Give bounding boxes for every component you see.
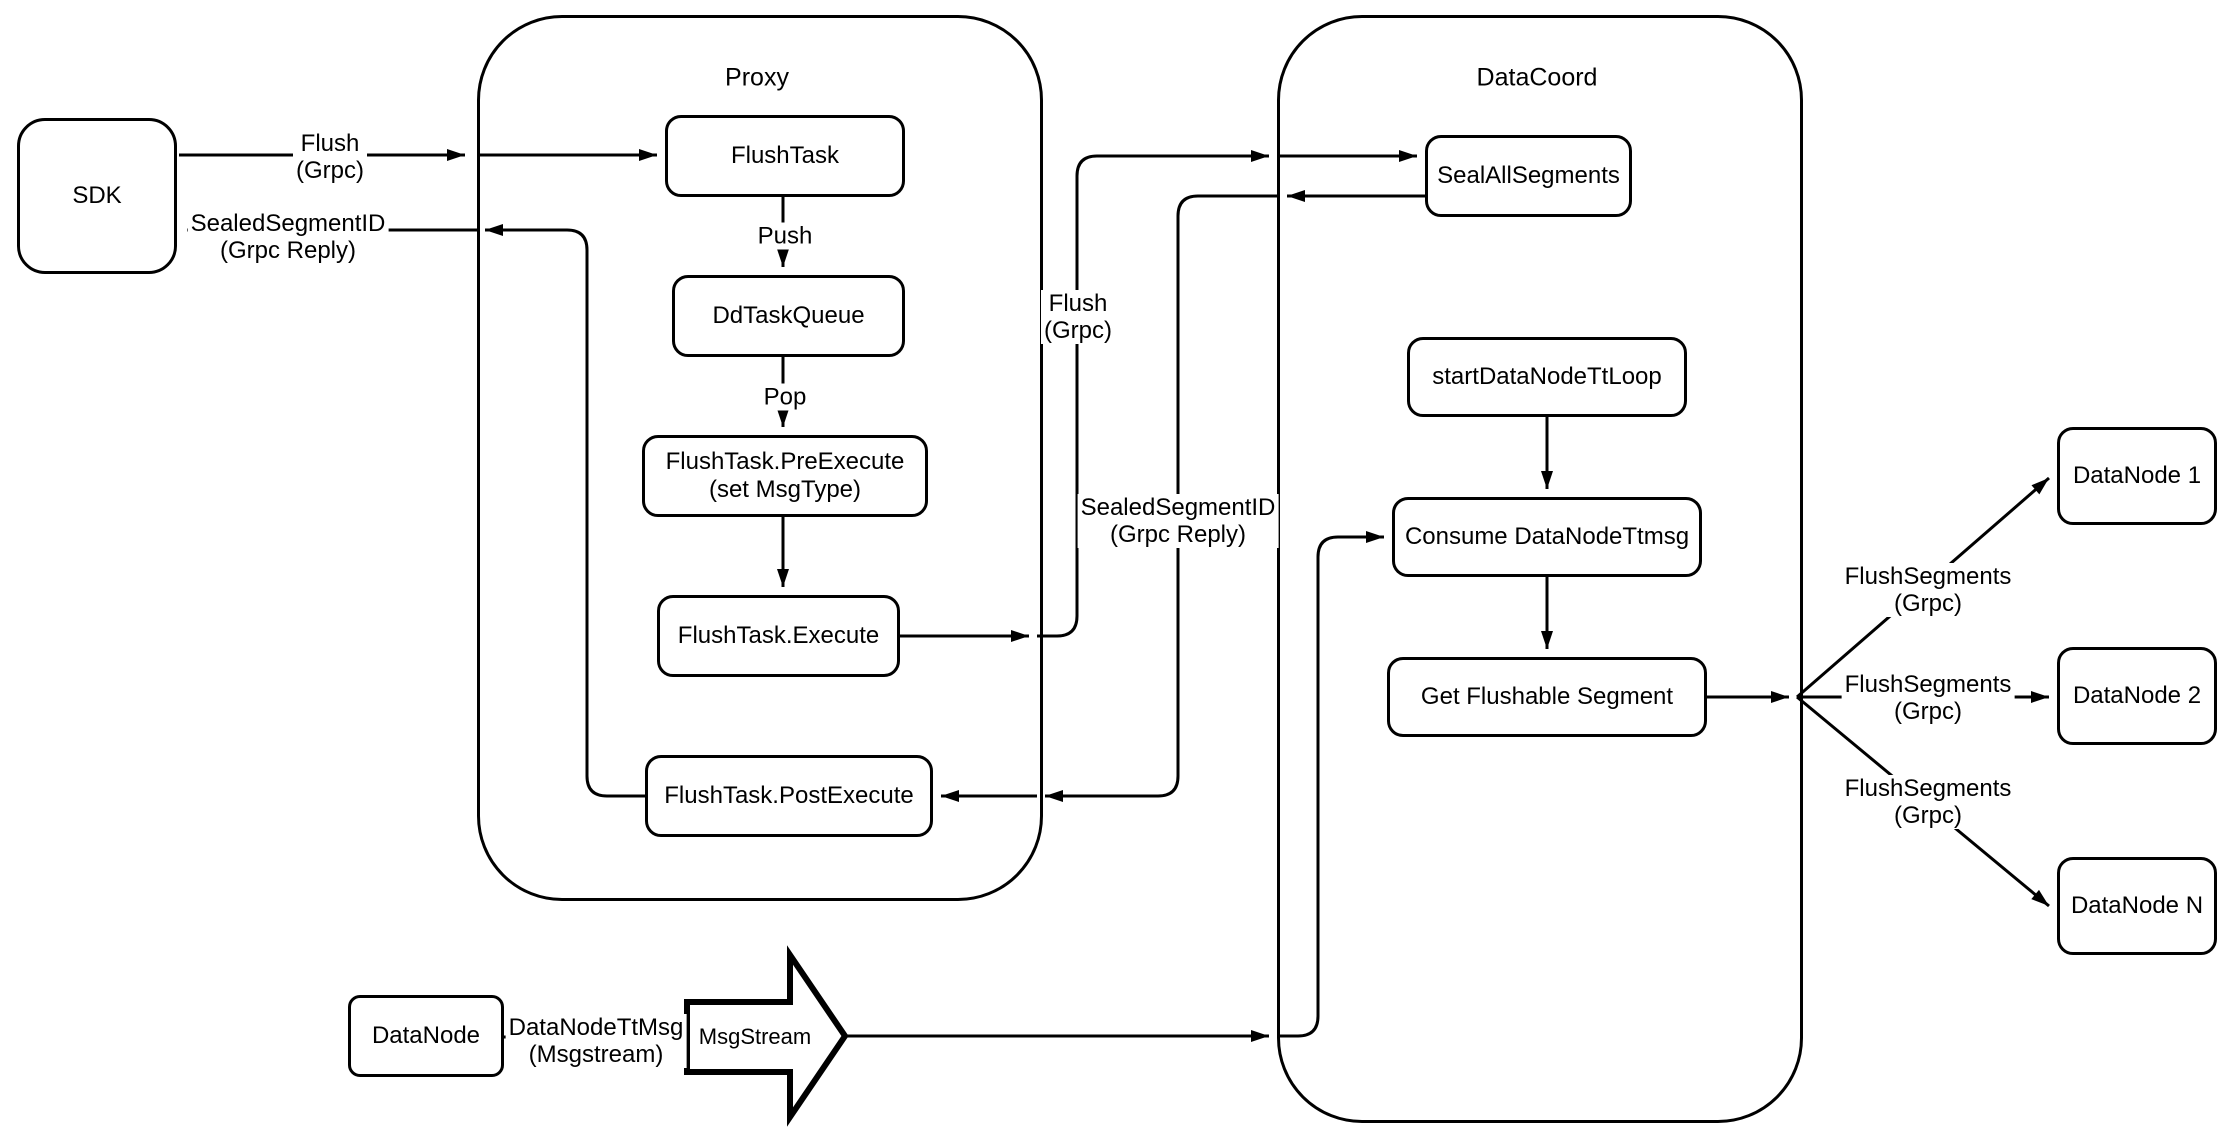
edge-label-line: (Grpc Reply) xyxy=(219,237,357,264)
node-sealallsegments-label: SealAllSegments xyxy=(1437,162,1620,189)
node-startdatanodettloop: startDataNodeTtLoop xyxy=(1407,337,1687,417)
node-ddtaskqueue: DdTaskQueue xyxy=(672,275,905,357)
node-flushtask: FlushTask xyxy=(665,115,905,197)
edge-label-line: SealedSegmentID xyxy=(1080,494,1276,521)
edge-label-datanodettmsg: DataNodeTtMsg (Msgstream) xyxy=(505,1014,687,1068)
edge-label-line: Flush xyxy=(300,130,360,157)
edge-label-push: Push xyxy=(754,222,816,250)
edge-label-line: Pop xyxy=(763,383,807,411)
datacoord-container-title: DataCoord xyxy=(1476,63,1598,92)
node-flushtask-preexecute-sublabel: (set MsgType) xyxy=(708,476,862,503)
node-ddtaskqueue-label: DdTaskQueue xyxy=(712,302,865,329)
node-datanode-2-label: DataNode 2 xyxy=(2072,682,2202,709)
datacoord-container xyxy=(1277,15,1803,1123)
node-flushtask-preexecute-label: FlushTask.PreExecute xyxy=(665,448,905,475)
node-flushtask-preexecute: FlushTask.PreExecute (set MsgType) xyxy=(642,435,928,517)
node-sdk-label: SDK xyxy=(72,182,122,209)
edge-label-line: (Grpc) xyxy=(1894,802,1962,829)
edge-msgstream-to-consume xyxy=(1277,531,1384,1038)
edge-label-line: SealedSegmentID xyxy=(190,210,386,237)
node-datanode-1-label: DataNode 1 xyxy=(2072,462,2202,489)
edge-label-flush-grpc-sdk: Flush (Grpc) xyxy=(293,130,367,184)
edge-label-line: (Grpc) xyxy=(1894,590,1962,617)
edge-flush-to-datacoord-edge xyxy=(1037,150,1269,638)
node-flushtask-execute-label: FlushTask.Execute xyxy=(677,622,880,649)
node-datanode-n: DataNode N xyxy=(2057,857,2217,955)
edge-label-line: (Grpc) xyxy=(296,157,364,184)
node-datanode: DataNode xyxy=(348,995,504,1077)
proxy-container-title: Proxy xyxy=(725,63,789,92)
edge-label-line: FlushSegments xyxy=(1844,775,2012,802)
msgstream-arrow-shape xyxy=(684,945,849,1127)
edge-label-flush-grpc-datacoord: Flush (Grpc) xyxy=(1041,290,1115,344)
edge-label-line: FlushSegments xyxy=(1844,671,2012,698)
node-datanode-label: DataNode xyxy=(371,1022,481,1049)
edge-label-line: (Msgstream) xyxy=(528,1041,664,1068)
edge-label-sealedsegmentid-datacoord: SealedSegmentID (Grpc Reply) xyxy=(1077,494,1279,548)
proxy-container xyxy=(477,15,1043,901)
edge-label-sealedsegmentid-sdk: SealedSegmentID (Grpc Reply) xyxy=(187,210,389,264)
edge-label-line: Push xyxy=(757,222,813,250)
node-datanode-2: DataNode 2 xyxy=(2057,647,2217,745)
node-consume-datanodettmsg-label: Consume DataNodeTtmsg xyxy=(1404,523,1690,550)
edge-label-line: FlushSegments xyxy=(1844,563,2012,590)
edge-label-line: DataNodeTtMsg xyxy=(508,1014,684,1041)
edge-label-line: Flush xyxy=(1048,290,1108,317)
node-flushtask-postexecute-label: FlushTask.PostExecute xyxy=(664,782,914,809)
node-sdk: SDK xyxy=(17,118,177,274)
node-flushtask-postexecute: FlushTask.PostExecute xyxy=(645,755,933,837)
node-get-flushable-segment-label: Get Flushable Segment xyxy=(1420,683,1674,710)
node-flushtask-label: FlushTask xyxy=(730,142,840,169)
edge-label-pop: Pop xyxy=(760,383,810,411)
edge-label-flushsegments-1: FlushSegments (Grpc) xyxy=(1841,563,2015,617)
edge-label-flushsegments-2: FlushSegments (Grpc) xyxy=(1841,671,2015,725)
node-flushtask-execute: FlushTask.Execute xyxy=(657,595,900,677)
node-startdatanodettloop-label: startDataNodeTtLoop xyxy=(1432,363,1662,390)
edge-label-line: (Grpc) xyxy=(1894,698,1962,725)
node-consume-datanodettmsg: Consume DataNodeTtmsg xyxy=(1392,497,1702,577)
edge-postexecute-to-proxy-edge xyxy=(485,224,645,798)
node-datanode-n-label: DataNode N xyxy=(2070,892,2204,919)
edge-label-flushsegments-3: FlushSegments (Grpc) xyxy=(1841,775,2015,829)
edge-label-line: (Grpc Reply) xyxy=(1109,521,1247,548)
msgstream-shape-label: MsgStream xyxy=(698,1024,812,1049)
node-get-flushable-segment: Get Flushable Segment xyxy=(1387,657,1707,737)
node-datanode-1: DataNode 1 xyxy=(2057,427,2217,525)
edge-label-line: (Grpc) xyxy=(1044,317,1112,344)
node-sealallsegments: SealAllSegments xyxy=(1425,135,1632,217)
